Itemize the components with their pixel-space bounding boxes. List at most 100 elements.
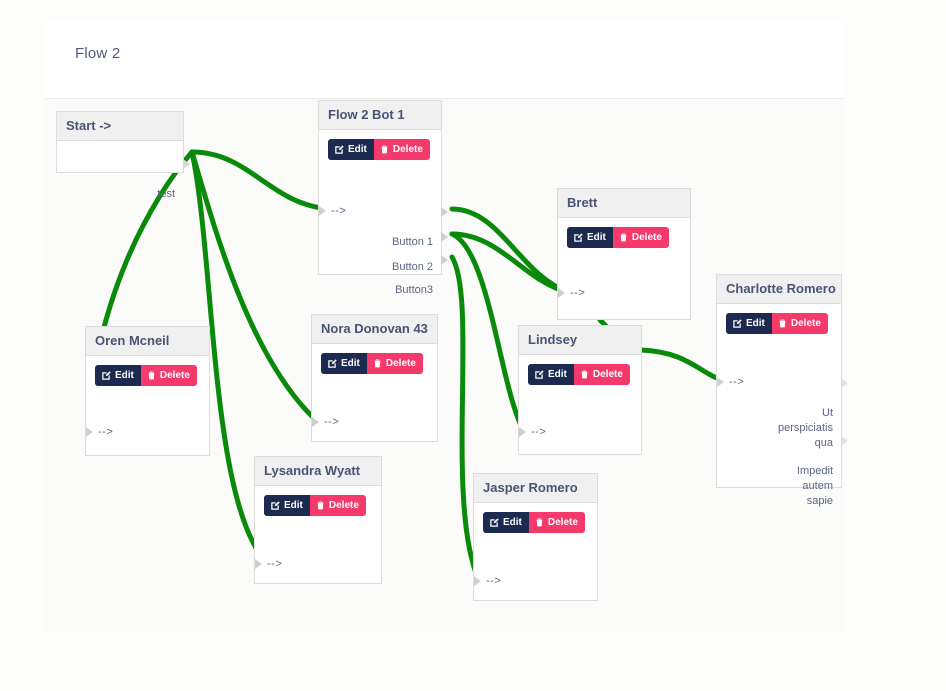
edit-button[interactable]: Edit xyxy=(264,495,310,516)
node-jasper-romero[interactable]: Jasper Romero Edit Delete --> xyxy=(473,473,598,601)
edit-button[interactable]: Edit xyxy=(328,139,374,160)
delete-button[interactable]: Delete xyxy=(771,313,828,334)
node-title: Charlotte Romero xyxy=(717,275,841,304)
port-in[interactable]: --> xyxy=(86,426,113,438)
delete-button[interactable]: Delete xyxy=(309,495,366,516)
port-out-label: test xyxy=(157,188,175,200)
edit-button[interactable]: Edit xyxy=(321,353,367,374)
node-oren-mcneil[interactable]: Oren Mcneil Edit Delete --> xyxy=(85,326,210,456)
port-out-test[interactable]: test xyxy=(157,157,190,202)
delete-button[interactable]: Delete xyxy=(140,365,197,386)
trash-icon xyxy=(580,370,589,380)
node-title: Jasper Romero xyxy=(474,474,597,503)
trash-icon xyxy=(535,518,544,528)
trash-icon xyxy=(619,233,628,243)
node-brett[interactable]: Brett Edit Delete --> xyxy=(557,188,691,320)
port-in-label: --> xyxy=(331,205,347,217)
pencil-square-icon xyxy=(489,517,499,528)
port-out-label: Impedit autem sapie xyxy=(796,465,833,507)
trash-icon xyxy=(373,359,382,369)
delete-button-label: Delete xyxy=(328,500,359,511)
node-nora-donovan-43[interactable]: Nora Donovan 43 Edit Delete --> xyxy=(311,314,438,442)
delete-button[interactable]: Delete xyxy=(573,364,630,385)
node-body: Edit Delete --> xyxy=(474,503,597,601)
port-in[interactable]: --> xyxy=(474,575,501,587)
port-in-label: --> xyxy=(531,426,547,438)
delete-button-label: Delete xyxy=(631,232,662,243)
node-title: Flow 2 Bot 1 xyxy=(319,101,441,130)
page-title: Flow 2 xyxy=(75,45,121,62)
trash-icon xyxy=(778,319,787,329)
trash-icon xyxy=(380,145,389,155)
node-body: Edit Delete --> xyxy=(519,355,641,455)
delete-button[interactable]: Delete xyxy=(612,227,669,248)
flow-header-panel: Flow 2 xyxy=(45,20,845,98)
delete-button[interactable]: Delete xyxy=(373,139,430,160)
node-actions: Edit Delete xyxy=(528,364,630,385)
edit-button[interactable]: Edit xyxy=(483,512,529,533)
delete-button[interactable]: Delete xyxy=(366,353,423,374)
port-nub-icon xyxy=(841,436,848,446)
node-lysandra-wyatt[interactable]: Lysandra Wyatt Edit Delete --> xyxy=(254,456,382,584)
port-nub-icon xyxy=(558,288,565,298)
delete-button[interactable]: Delete xyxy=(528,512,585,533)
pencil-square-icon xyxy=(270,500,280,511)
port-in[interactable]: --> xyxy=(312,416,340,428)
delete-button-label: Delete xyxy=(159,370,190,381)
node-charlotte-romero[interactable]: Charlotte Romero Edit Delete -- xyxy=(716,274,848,507)
port-in[interactable]: --> xyxy=(558,287,586,299)
node-start[interactable]: Start -> test xyxy=(56,111,190,200)
port-out-label: Ut perspiciatis qua xyxy=(777,407,833,449)
port-in-label: --> xyxy=(570,287,586,299)
port-out-button-3[interactable]: Button3 xyxy=(395,253,448,298)
node-actions: Edit Delete xyxy=(264,495,366,516)
node-actions: Edit Delete xyxy=(567,227,669,248)
delete-button-label: Delete xyxy=(385,358,416,369)
pencil-square-icon xyxy=(573,232,583,243)
port-nub-icon xyxy=(319,206,326,216)
port-out-ut-perspiciatis-qua[interactable]: Ut perspiciatis qua xyxy=(777,376,848,451)
edit-button-label: Edit xyxy=(587,232,606,243)
node-actions: Edit Delete xyxy=(483,512,585,533)
edit-button[interactable]: Edit xyxy=(567,227,613,248)
port-nub-icon xyxy=(841,378,848,388)
port-out-label: Button3 xyxy=(395,284,433,296)
port-nub-icon xyxy=(86,427,93,437)
node-body: Edit Delete --> xyxy=(255,486,381,584)
port-nub-icon xyxy=(519,427,526,437)
node-title: Lysandra Wyatt xyxy=(255,457,381,486)
delete-button-label: Delete xyxy=(392,144,423,155)
node-actions: Edit Delete xyxy=(726,313,828,334)
edit-button-label: Edit xyxy=(503,517,522,528)
node-actions: Edit Delete xyxy=(95,365,197,386)
node-title: Start -> xyxy=(57,112,183,141)
edit-button-label: Edit xyxy=(115,370,134,381)
port-in-label: --> xyxy=(324,416,340,428)
edit-button[interactable]: Edit xyxy=(528,364,574,385)
edit-button[interactable]: Edit xyxy=(726,313,772,334)
edit-button-label: Edit xyxy=(341,358,360,369)
node-title: Brett xyxy=(558,189,690,218)
port-out-impedit-autem-sapie[interactable]: Impedit autem sapie xyxy=(796,434,848,509)
port-out-label: Button 1 xyxy=(392,236,433,248)
port-in[interactable]: --> xyxy=(319,205,347,217)
delete-button-label: Delete xyxy=(592,369,623,380)
port-in[interactable]: --> xyxy=(255,558,282,570)
node-title: Nora Donovan 43 xyxy=(312,315,437,344)
port-in[interactable]: --> xyxy=(519,426,547,438)
edit-button[interactable]: Edit xyxy=(95,365,141,386)
port-nub-icon xyxy=(183,159,190,169)
pencil-square-icon xyxy=(327,358,337,369)
port-out-button-2[interactable]: Button 2 xyxy=(392,230,448,275)
port-nub-icon xyxy=(255,559,262,569)
port-nub-icon xyxy=(474,576,481,586)
pencil-square-icon xyxy=(101,370,111,381)
node-lindsey[interactable]: Lindsey Edit Delete --> xyxy=(518,325,642,455)
pencil-square-icon xyxy=(732,318,742,329)
node-flow2bot1[interactable]: Flow 2 Bot 1 Edit Delete --> xyxy=(318,100,448,296)
port-in[interactable]: --> xyxy=(717,376,745,388)
port-in-label: --> xyxy=(729,376,745,388)
node-actions: Edit Delete xyxy=(321,353,423,374)
port-out-button-1[interactable]: Button 1 xyxy=(392,205,448,250)
